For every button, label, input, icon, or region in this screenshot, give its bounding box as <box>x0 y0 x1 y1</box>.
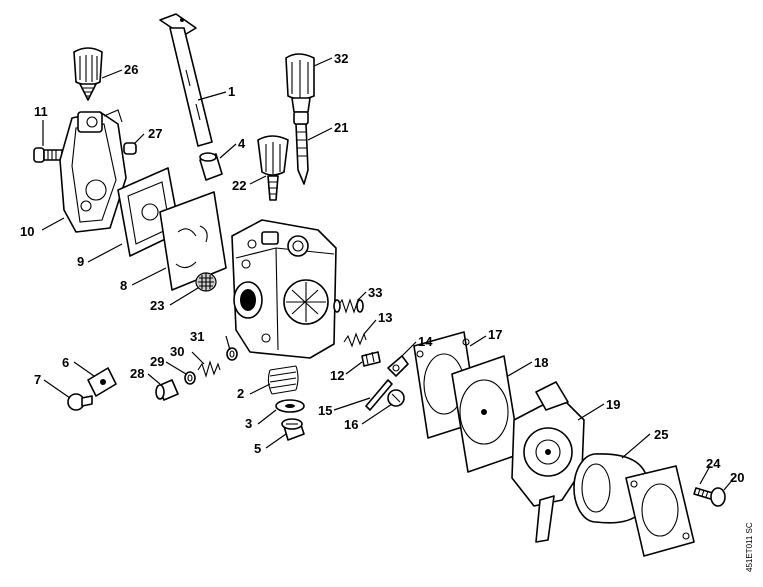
part-23-strainer-screen <box>195 272 217 292</box>
callout-19: 19 <box>606 397 620 412</box>
callout-7: 7 <box>34 372 41 387</box>
callout-27: 27 <box>148 126 162 141</box>
callout-5: 5 <box>254 441 261 456</box>
callout-8: 8 <box>120 278 127 293</box>
part-26-adjusting-knob <box>73 47 103 101</box>
carburetor-body <box>231 219 337 359</box>
part-22-adjusting-knob <box>257 135 289 201</box>
part-12-needle-valve <box>361 351 381 367</box>
part-16-screw <box>387 389 405 407</box>
callout-18: 18 <box>534 355 548 370</box>
part-20-screw <box>693 487 726 507</box>
part-29-o-ring <box>184 371 196 385</box>
part-19-pump-body <box>511 381 585 543</box>
callout-14: 14 <box>418 334 433 349</box>
part-30-spring <box>197 360 221 378</box>
callout-2: 2 <box>237 386 244 401</box>
part-5-screw <box>281 418 305 441</box>
part-32-idle-knob <box>285 53 315 113</box>
callout-23: 23 <box>150 298 164 313</box>
callout-4: 4 <box>238 136 246 151</box>
callout-10: 10 <box>20 224 34 239</box>
part-33-spring <box>333 298 364 314</box>
callout-28: 28 <box>130 366 144 381</box>
callout-30: 30 <box>170 344 184 359</box>
part-31-washer <box>226 347 238 361</box>
callout-11: 11 <box>34 104 48 119</box>
part-21-needle <box>293 111 309 185</box>
callout-6: 6 <box>62 355 69 370</box>
callout-1: 1 <box>228 84 235 99</box>
part-8-diaphragm <box>159 191 227 291</box>
callout-20: 20 <box>730 470 744 485</box>
part-7-screw <box>67 393 93 411</box>
part-1-throttle-shaft <box>159 13 213 147</box>
callout-25: 25 <box>654 427 668 442</box>
part-11-screw <box>33 147 63 163</box>
callout-21: 21 <box>334 120 348 135</box>
part-2-spring <box>267 365 299 395</box>
leader-lines <box>41 57 735 491</box>
part-14-control-lever <box>387 355 409 377</box>
drawing-code: 451ET011 SC <box>745 522 754 572</box>
callout-3: 3 <box>245 416 252 431</box>
callout-labels: 1 2 3 4 5 6 7 8 9 10 11 12 13 14 15 16 1… <box>20 51 744 485</box>
part-18-diaphragm <box>451 355 521 473</box>
callout-24: 24 <box>706 456 721 471</box>
callout-13: 13 <box>378 310 392 325</box>
part-3-washer <box>275 399 305 413</box>
callout-32: 32 <box>334 51 348 66</box>
callout-22: 22 <box>232 178 246 193</box>
part-28-needle <box>155 379 179 401</box>
drawing-code-text: 451ET011 SC <box>745 522 754 572</box>
part-4-bushing <box>199 152 223 181</box>
part-27-plug <box>123 142 137 155</box>
callout-29: 29 <box>150 354 164 369</box>
part-10-end-cover <box>59 109 127 233</box>
callout-33: 33 <box>368 285 382 300</box>
callout-26: 26 <box>124 62 138 77</box>
part-6-plate <box>87 367 117 397</box>
callout-12: 12 <box>330 368 344 383</box>
part-13-spring <box>343 332 367 348</box>
callout-15: 15 <box>318 403 332 418</box>
callout-16: 16 <box>344 417 358 432</box>
part-24-plate <box>625 465 695 557</box>
callout-31: 31 <box>190 329 204 344</box>
callout-9: 9 <box>77 254 84 269</box>
part-15-pin <box>365 379 393 411</box>
callout-17: 17 <box>488 327 502 342</box>
